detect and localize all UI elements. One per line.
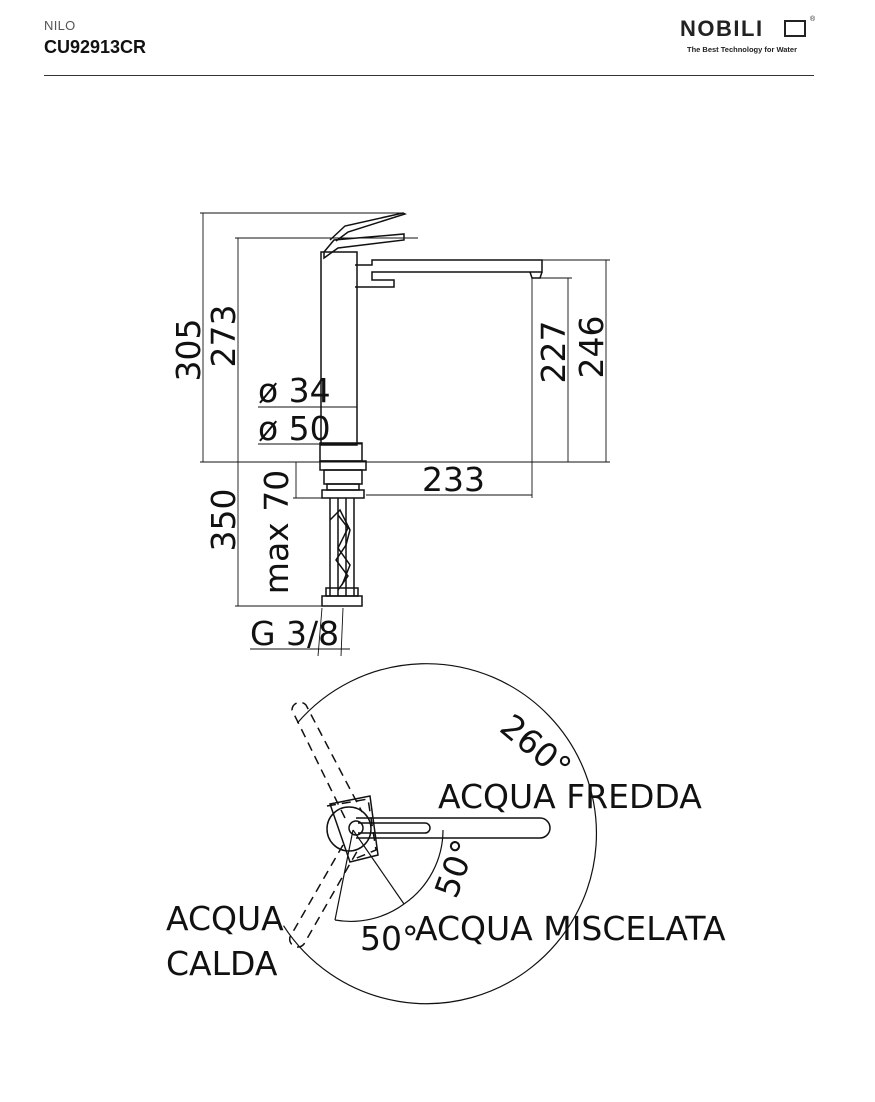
angle-left: 50° (360, 919, 419, 958)
angle-right: 50° (427, 834, 484, 902)
header-series: NILO (44, 18, 76, 33)
registered-mark: ® (810, 16, 816, 23)
brand-tagline: The Best Technology for Water (687, 45, 798, 54)
dim-spout-clearance: 227 (534, 321, 573, 384)
label-hot-water-line2: CALDA (166, 944, 278, 983)
dim-spout-height: 246 (572, 316, 611, 379)
dim-deck-thickness: max 70 (257, 470, 296, 594)
dim-diam-inner: ø 34 (258, 371, 331, 410)
label-mixed-water: ACQUA MISCELATA (415, 909, 726, 948)
handle-positions (288, 701, 551, 948)
dim-diam-base: ø 50 (258, 409, 331, 448)
dim-height-body: 273 (204, 305, 243, 368)
brand-logo: NOBILI ® The Best Technology for Water (680, 16, 820, 60)
dim-spout-reach: 233 (422, 460, 485, 499)
dim-hose-length: 350 (204, 489, 243, 552)
brand-mark-icon (784, 20, 806, 37)
fixing-assembly (319, 460, 367, 607)
brand-name: NOBILI (680, 16, 764, 41)
faucet-body (319, 212, 543, 462)
dim-thread: G 3/8 (250, 614, 339, 653)
side-view: 305 273 227 246 ø 34 ø 50 233 350 max 70… (169, 212, 611, 657)
top-view: 260° 50° ACQUA FREDDA 50° ACQUA MISCELAT… (166, 663, 726, 1005)
dimension-lines (200, 212, 610, 657)
header-divider (44, 75, 814, 76)
label-hot-water-line1: ACQUA (166, 899, 284, 938)
label-cold-water: ACQUA FREDDA (438, 777, 702, 816)
rotation-arc (282, 663, 597, 1005)
product-code: CU92913CR (44, 37, 147, 57)
rotation-angle: 260° (493, 706, 579, 787)
dim-height-total: 305 (169, 319, 208, 382)
